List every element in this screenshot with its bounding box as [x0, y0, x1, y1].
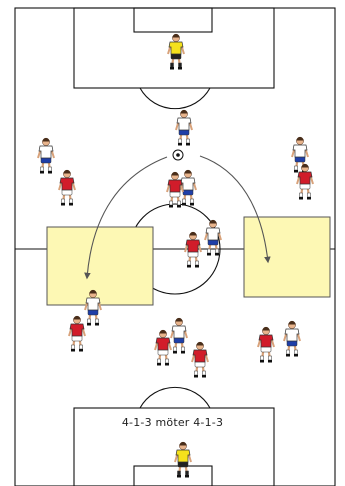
bottom-goal-area	[134, 466, 212, 486]
top-penalty-arc	[140, 88, 210, 109]
goalkeeper-figure-icon	[168, 34, 184, 70]
soccer-ball-icon	[173, 150, 183, 160]
red-team-player-icon	[297, 164, 313, 200]
left-wing-zone	[47, 227, 153, 305]
white-team-player-icon	[38, 138, 54, 174]
top-goal-area	[134, 8, 212, 32]
diagram-caption: 4-1-3 möter 4-1-3	[0, 416, 345, 429]
red-team-player-icon	[192, 342, 208, 378]
red-team-player-icon	[69, 316, 85, 352]
white-team-player-icon	[176, 110, 192, 146]
right-wing-zone	[244, 217, 330, 297]
red-team-player-icon	[185, 232, 201, 268]
goalkeeper-figure-icon	[175, 442, 191, 478]
white-team-player-icon	[284, 321, 300, 357]
white-team-player-icon	[171, 318, 187, 354]
red-team-player-icon	[59, 170, 75, 206]
red-team-player-icon	[258, 327, 274, 363]
bottom-penalty-arc	[140, 387, 210, 408]
red-team-player-icon	[155, 330, 171, 366]
